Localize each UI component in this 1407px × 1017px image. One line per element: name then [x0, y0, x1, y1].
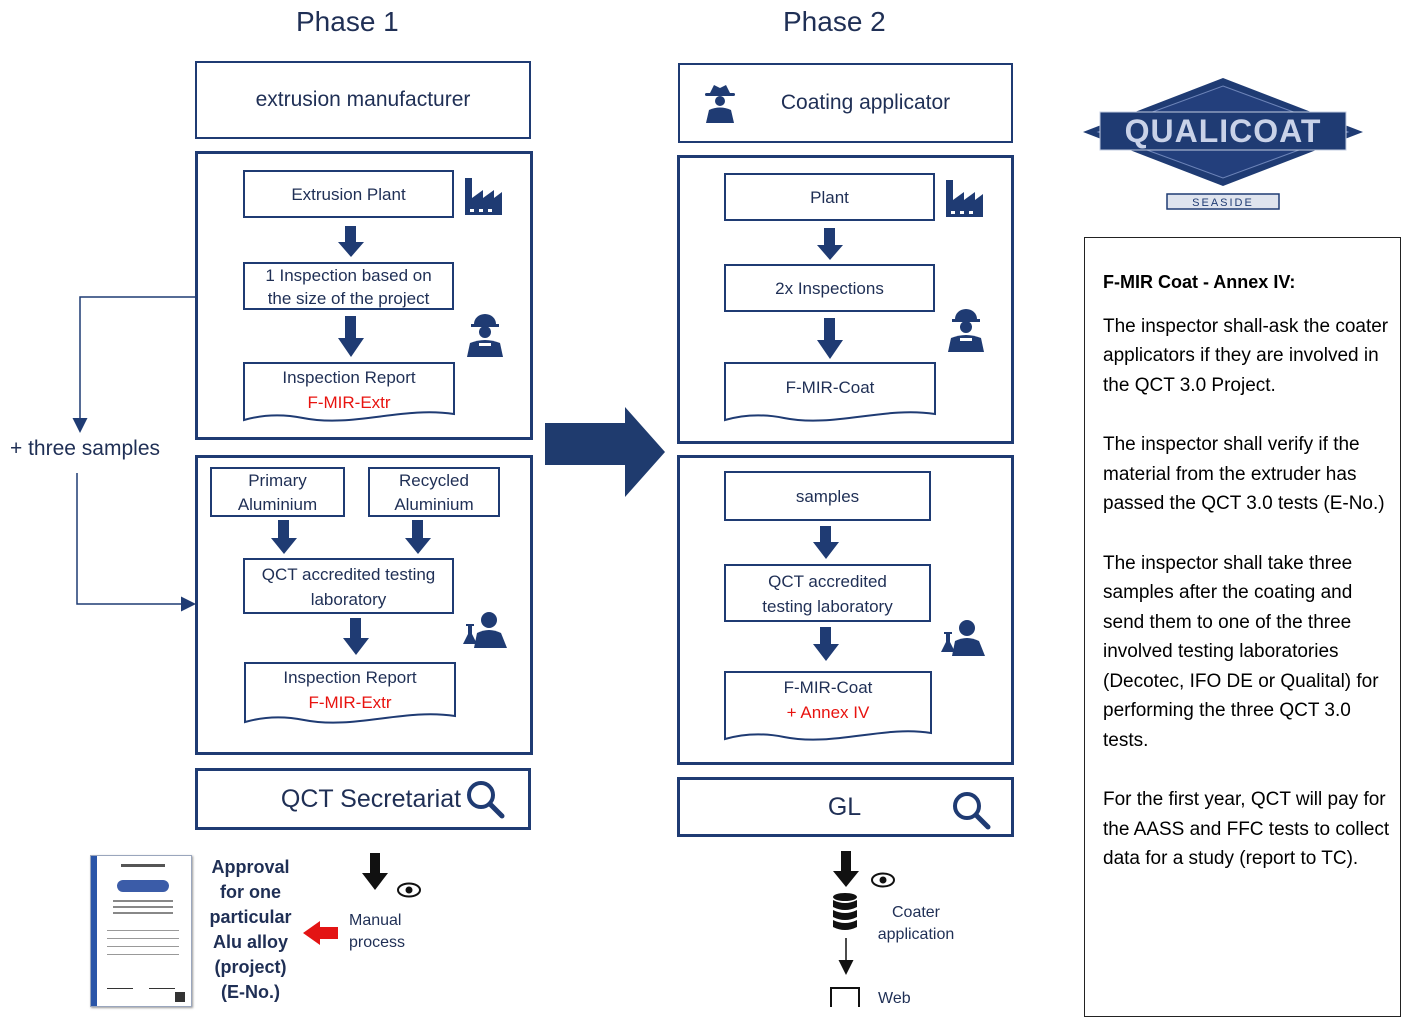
phase2-inspection-label: 2x Inspections — [775, 278, 884, 298]
coating-plant-label: Plant — [810, 187, 849, 207]
qct-secretariat-label: QCT Secretariat — [280, 784, 462, 813]
approval-line: (E-No.) — [221, 982, 280, 1002]
factory-icon — [465, 178, 502, 215]
annex-iv-note: F-MIR Coat - Annex IV: The inspector sha… — [1084, 237, 1401, 1017]
coating-applicator-box: Coating applicator — [678, 63, 1013, 143]
phase-1-title: Phase 1 — [296, 6, 399, 37]
secretariat-down-arrow — [362, 853, 388, 890]
phase1-report2-code: F-MIR-Extr — [308, 693, 392, 712]
phase2-report2-title: F-MIR-Coat — [783, 678, 873, 697]
approval-line: for one — [220, 882, 281, 902]
primary-line2: Aluminium — [237, 495, 318, 514]
eye-icon — [871, 872, 895, 888]
manual-to-approval-arrow — [303, 921, 338, 945]
samples-label: samples — [795, 486, 860, 506]
coater-line: Coater — [891, 904, 941, 921]
annex-paragraph-4: For the first year, QCT will pay for the… — [1103, 789, 1390, 869]
extrusion-manufacturer-box: extrusion manufacturer — [195, 61, 531, 139]
samples-connector-top — [72, 296, 195, 433]
phase2-inspection-box: 2x Inspections — [724, 264, 935, 312]
approval-text: Approval for one particular Alu alloy (p… — [203, 855, 298, 1005]
coater-line: application — [877, 926, 955, 943]
primary-aluminium-box: Primary Aluminium — [210, 467, 345, 517]
database-icon — [833, 893, 857, 930]
web-window-icon — [830, 987, 860, 1007]
phase1-report1-doc: Inspection Report F-MIR-Extr — [243, 362, 455, 424]
manual-process-label: Manual process — [349, 910, 405, 954]
approval-line: Approval — [211, 857, 290, 877]
phase-transition-arrow — [545, 407, 665, 497]
phase2-flow-arrows — [813, 228, 843, 661]
extrusion-plant-box: Extrusion Plant — [243, 170, 454, 218]
factory-icon — [946, 180, 983, 217]
primary-line1: Primary — [248, 471, 307, 490]
certificate-icon — [90, 855, 192, 1007]
approval-line: (project) — [214, 957, 287, 977]
extrusion-plant-label: Extrusion Plant — [291, 184, 406, 204]
annex-paragraph-1: The inspector shall-ask the coater appli… — [1103, 315, 1389, 396]
svg-text:SEASIDE: SEASIDE — [1192, 197, 1254, 209]
gl-down-arrow — [833, 851, 859, 887]
scientist-icon — [463, 612, 507, 648]
gl-label: GL — [827, 792, 862, 821]
coating-applicator-label: Coating applicator — [780, 91, 951, 114]
phase2-report2-annex: + Annex IV — [786, 703, 870, 722]
phase2-report2-doc: F-MIR-Coat + Annex IV — [724, 671, 932, 743]
annex-paragraph-3: The inspector shall take three samples a… — [1103, 552, 1379, 751]
approval-line: Alu alloy — [212, 932, 288, 952]
manual-line: Manual — [349, 912, 402, 929]
phase1-lab-line2: laboratory — [310, 590, 387, 609]
manual-line: process — [349, 934, 406, 951]
phase1-lab-line1: QCT accredited testing — [261, 565, 436, 584]
approval-line: particular — [209, 907, 292, 927]
annex-paragraph-2: The inspector shall verify if the materi… — [1103, 434, 1385, 514]
three-samples-label: + three samples — [8, 437, 162, 461]
phase1-report2-doc: Inspection Report F-MIR-Extr — [244, 662, 456, 726]
eye-icon — [397, 882, 421, 898]
qualicoat-logo: QUALICOAT SEASIDE — [1083, 78, 1363, 210]
recycled-line1: Recycled — [399, 471, 469, 490]
worker-icon — [948, 309, 984, 352]
phase-2-title: Phase 2 — [783, 6, 886, 37]
recycled-aluminium-box: Recycled Aluminium — [368, 467, 500, 517]
search-icon — [467, 781, 505, 819]
spy-icon — [705, 85, 735, 123]
phase1-lab-box: QCT accredited testing laboratory — [243, 558, 454, 614]
web-label: Web — [878, 990, 911, 1007]
svg-text:QUALICOAT: QUALICOAT — [1125, 113, 1322, 149]
qct-secretariat-box: QCT Secretariat — [195, 768, 531, 830]
extrusion-manufacturer-label: extrusion manufacturer — [255, 88, 471, 111]
scientist-icon — [941, 620, 985, 656]
recycled-line2: Aluminium — [394, 495, 474, 514]
gl-box: GL — [677, 777, 1014, 837]
search-icon — [953, 792, 991, 830]
coater-application-label: Coater application — [873, 902, 959, 946]
coating-plant-box: Plant — [724, 173, 935, 221]
phase1-report2-title: Inspection Report — [283, 668, 417, 687]
phase1-report1-code: F-MIR-Extr — [307, 393, 391, 412]
phase1-inspection-line2: the size of the project — [267, 289, 430, 308]
phase1-flow-arrows — [271, 226, 431, 655]
worker-icon — [467, 314, 503, 357]
phase2-report1-doc: F-MIR-Coat — [724, 362, 936, 424]
phase2-lab-line1: QCT accredited — [768, 572, 887, 591]
samples-box: samples — [724, 471, 931, 521]
phase2-lab-line2: testing laboratory — [762, 597, 893, 616]
phase2-lab-box: QCT accredited testing laboratory — [724, 564, 931, 622]
samples-connector-bottom — [76, 473, 196, 612]
phase1-inspection-box: 1 Inspection based on the size of the pr… — [243, 262, 454, 310]
phase1-inspection-line1: 1 Inspection based on — [265, 266, 432, 285]
phase1-report1-title: Inspection Report — [282, 368, 416, 387]
phase2-report1-title: F-MIR-Coat — [785, 378, 875, 397]
annex-title: F-MIR Coat - Annex IV: — [1103, 272, 1296, 292]
